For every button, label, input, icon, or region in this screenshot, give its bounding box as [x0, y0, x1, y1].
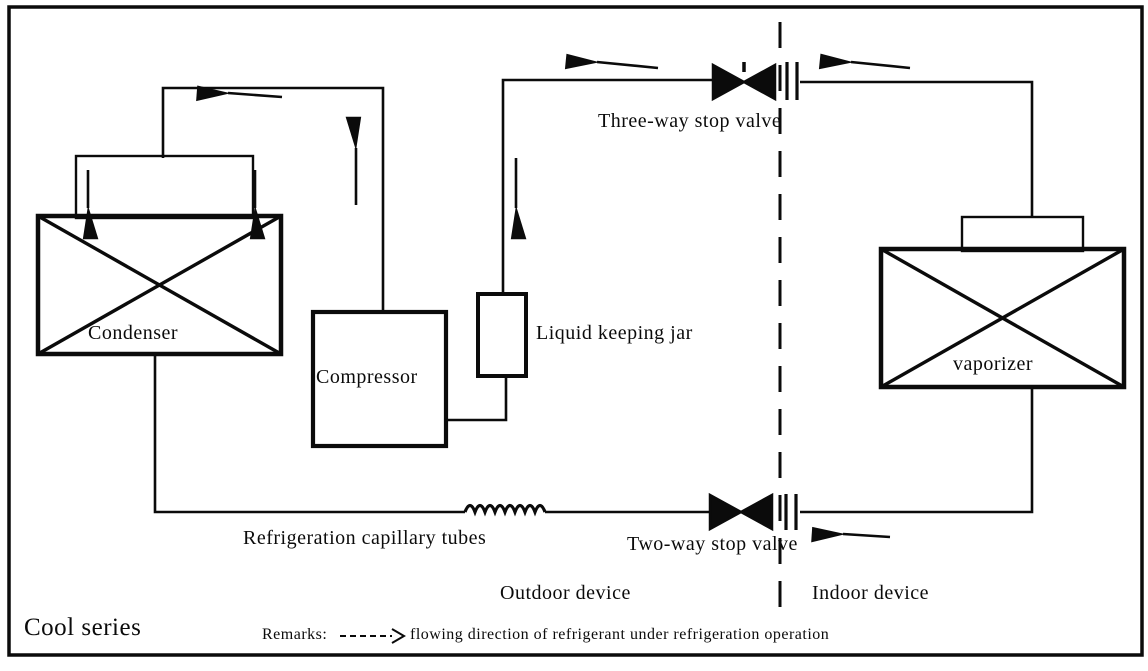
- condenser-cross-2: [37, 214, 282, 356]
- pipe-vaporizer-to-twoway: [800, 387, 1034, 514]
- pipe-liquidjar-to-threeway: [501, 78, 712, 294]
- indoor-device-label: Indoor device: [812, 582, 930, 604]
- condenser-body: [35, 213, 284, 357]
- condenser-header-box: [74, 154, 255, 220]
- remarks-arrow-icon: [340, 628, 406, 644]
- compressor-label: Compressor: [316, 366, 418, 388]
- remarks-prefix: Remarks:: [262, 626, 328, 643]
- capillary-tubes-label: Refrigeration capillary tubes: [243, 527, 487, 549]
- pipe-condenser-to-capillary: [153, 354, 465, 514]
- liquid-keeping-jar-label: Liquid keeping jar: [536, 322, 693, 344]
- vaporizer-body: [878, 246, 1127, 390]
- vaporizer-label: vaporizer: [953, 353, 1034, 375]
- vaporizer-cross-2: [880, 247, 1125, 389]
- diagram-title: Cool series: [24, 614, 142, 641]
- flow-arrow-top-left: [196, 85, 283, 102]
- pipe-compressor-to-condenser: [161, 86, 385, 312]
- vaporizer-header-box: [960, 215, 1085, 253]
- pipe-compressor-to-liquidjar: [446, 375, 508, 422]
- compressor-body: [310, 309, 449, 449]
- three-way-stop-valve-label: Three-way stop valve: [598, 110, 782, 132]
- remarks-text: flowing direction of refrigerant under r…: [410, 626, 830, 643]
- two-way-stop-valve-icon: [708, 492, 798, 532]
- liquid-keeping-jar-body: [476, 292, 528, 378]
- pipe-threeway-to-vaporizer: [800, 80, 1034, 218]
- three-way-stop-valve-icon: [711, 62, 799, 102]
- capillary-coil-icon: [463, 503, 547, 517]
- flow-arrow-threeway-upstream: [564, 53, 659, 70]
- flow-arrow-indoor-bottom: [811, 526, 891, 543]
- outer-frame: [7, 5, 1144, 657]
- condenser-label: Condenser: [88, 322, 179, 344]
- outdoor-device-label: Outdoor device: [500, 582, 631, 604]
- two-way-stop-valve-label: Two-way stop valve: [627, 533, 798, 555]
- flow-arrow-indoor-top: [818, 53, 911, 70]
